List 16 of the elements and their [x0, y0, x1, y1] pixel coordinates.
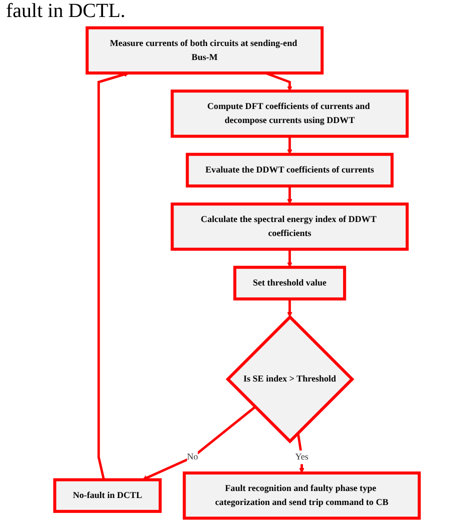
node-box: Measure currents of both circuits at sending-end Bus-M	[86, 26, 324, 74]
caption-text: fault in DCTL.	[5, 0, 126, 23]
edge-label: No	[187, 452, 198, 462]
arrow	[287, 249, 292, 268]
node-box: No-fault in DCTL	[53, 478, 162, 513]
edge-label: Yes	[295, 452, 308, 462]
arrow	[287, 298, 292, 318]
node-box: Fault recognition and faulty phase type categorization and send trip command to CB	[182, 472, 421, 520]
node-box: Calculate the spectral energy index of DDWT coefficients	[170, 202, 409, 251]
node-box: Evaluate the DDWT coefficients of currents	[186, 152, 394, 188]
node-box: Compute DFT coefficients of currents and decompose currents using DDWT	[170, 90, 409, 138]
arrow	[287, 136, 292, 155]
node-diamond: Is SE index > Threshold	[226, 314, 354, 444]
arrow	[287, 186, 292, 204]
arrow	[142, 406, 256, 480]
node-box: Set threshold value	[233, 266, 346, 300]
